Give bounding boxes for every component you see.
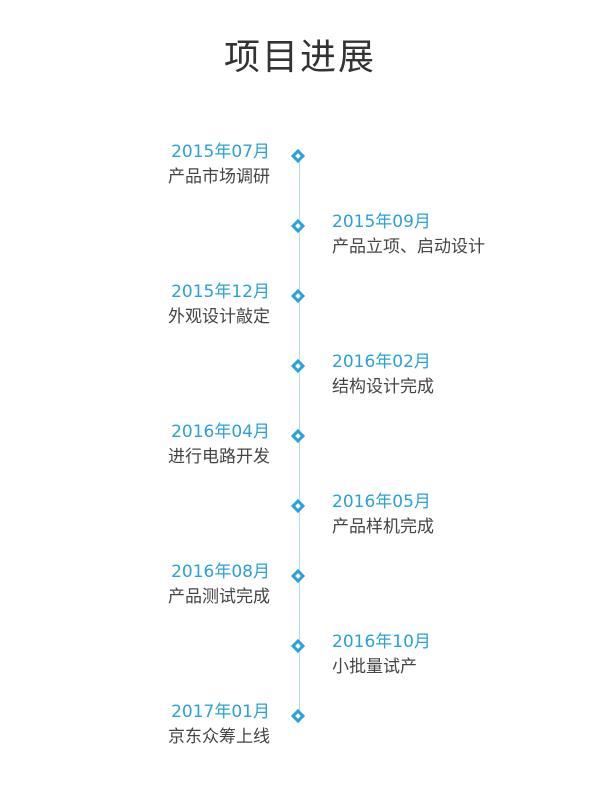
diamond-marker-icon: [290, 638, 306, 654]
milestone-text: 2016年10月 小批量试产: [332, 630, 562, 679]
milestone-date: 2015年07月: [171, 142, 270, 162]
milestone-item: 2015年09月 产品立项、启动设计: [0, 212, 600, 268]
milestone-text: 2015年09月 产品立项、启动设计: [332, 210, 562, 259]
milestone-date: 2016年08月: [171, 562, 270, 582]
milestone-text: 2017年01月 京东众筹上线: [40, 700, 270, 749]
milestone-label: 结构设计完成: [332, 377, 434, 397]
milestone-label: 京东众筹上线: [168, 727, 270, 747]
milestone-date: 2015年09月: [332, 212, 431, 232]
milestone-date: 2017年01月: [171, 702, 270, 722]
milestone-item: 2016年05月 产品样机完成: [0, 492, 600, 548]
page-title: 项目进展: [223, 37, 376, 78]
milestone-text: 2016年08月 产品测试完成: [40, 560, 270, 609]
milestone-date: 2015年12月: [171, 282, 270, 302]
diamond-marker-icon: [290, 708, 306, 724]
milestone-item: 2016年08月 产品测试完成: [0, 562, 600, 618]
milestone-label: 产品市场调研: [168, 167, 270, 187]
milestone-text: 2016年02月 结构设计完成: [332, 350, 562, 399]
milestone-item: 2015年07月 产品市场调研: [0, 142, 600, 198]
milestone-item: 2016年04月 进行电路开发: [0, 422, 600, 478]
milestone-label: 进行电路开发: [168, 447, 270, 467]
diamond-marker-icon: [290, 568, 306, 584]
milestone-item: 2016年02月 结构设计完成: [0, 352, 600, 408]
milestone-text: 2016年05月 产品样机完成: [332, 490, 562, 539]
milestone-label: 产品立项、启动设计: [332, 237, 485, 257]
diamond-marker-icon: [290, 148, 306, 164]
milestone-item: 2015年12月 外观设计敲定: [0, 282, 600, 338]
milestone-date: 2016年02月: [332, 352, 431, 372]
milestone-label: 产品测试完成: [168, 587, 270, 607]
diamond-marker-icon: [290, 498, 306, 514]
milestone-date: 2016年04月: [171, 422, 270, 442]
milestone-label: 小批量试产: [332, 657, 417, 677]
milestone-label: 外观设计敲定: [168, 307, 270, 327]
milestone-item: 2016年10月 小批量试产: [0, 632, 600, 688]
milestone-text: 2015年07月 产品市场调研: [40, 140, 270, 189]
milestone-item: 2017年01月 京东众筹上线: [0, 702, 600, 758]
milestone-text: 2015年12月 外观设计敲定: [40, 280, 270, 329]
milestone-text: 2016年04月 进行电路开发: [40, 420, 270, 469]
diamond-marker-icon: [290, 218, 306, 234]
diamond-marker-icon: [290, 358, 306, 374]
milestone-date: 2016年05月: [332, 492, 431, 512]
diamond-marker-icon: [290, 288, 306, 304]
milestone-date: 2016年10月: [332, 632, 431, 652]
diamond-marker-icon: [290, 428, 306, 444]
milestone-label: 产品样机完成: [332, 517, 434, 537]
